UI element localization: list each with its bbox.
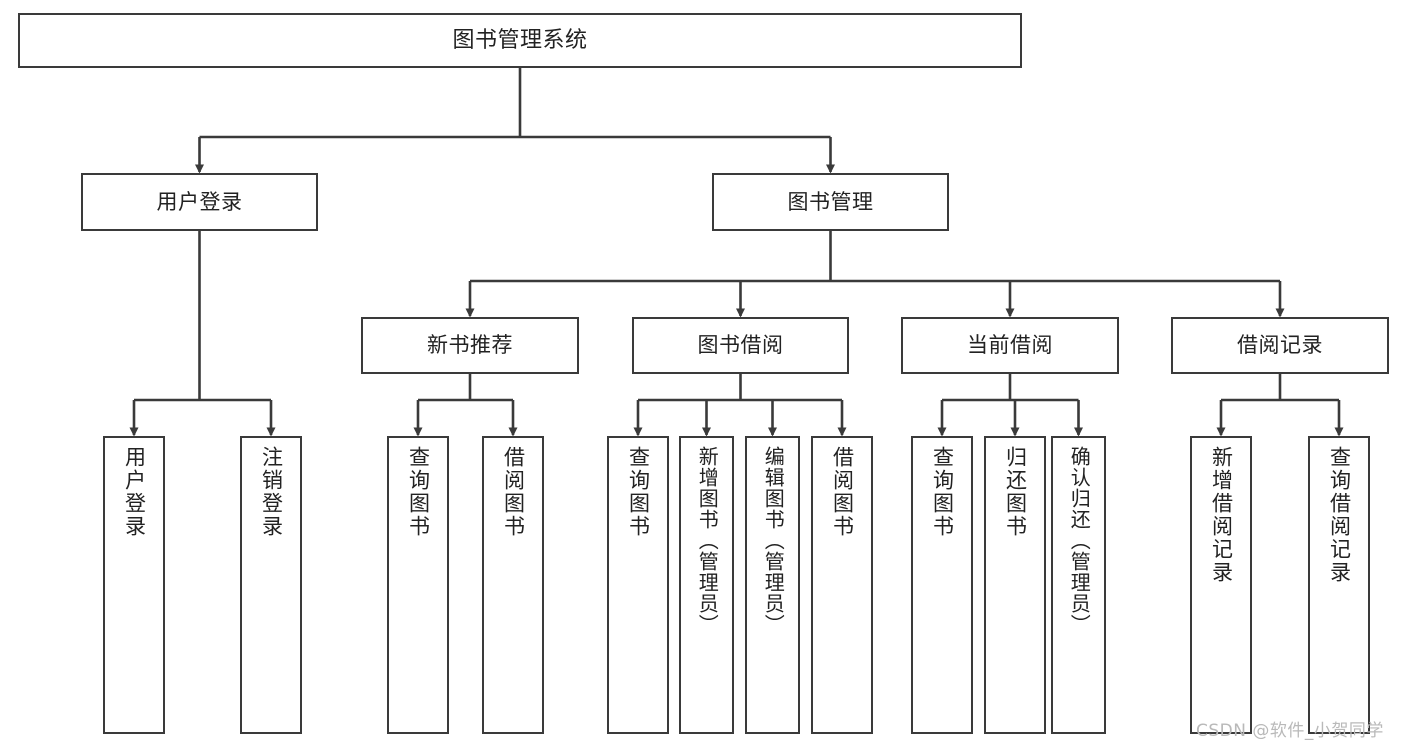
node-current[interactable]: 当前借阅 [901,317,1119,374]
node-nb-query[interactable]: 查询图书 [387,436,449,734]
node-bk-edit[interactable]: 编辑图书（管理员） [745,436,800,734]
node-label: 借阅图书 [830,446,855,538]
watermark-text: CSDN @软件_小贺同学 [1196,721,1384,741]
node-label: 图书管理系统 [452,27,588,53]
node-label: 归还图书 [1003,446,1028,538]
node-rec-query[interactable]: 查询借阅记录 [1308,436,1370,734]
node-label: 确认归还（管理员） [1067,446,1092,635]
node-label: 当前借阅 [967,333,1053,358]
node-label: 查询图书 [626,446,651,538]
node-bk-query[interactable]: 查询图书 [607,436,669,734]
node-borrow[interactable]: 图书借阅 [632,317,849,374]
node-cur-return[interactable]: 归还图书 [984,436,1046,734]
node-root[interactable]: 图书管理系统 [18,13,1022,68]
node-cur-query[interactable]: 查询图书 [911,436,973,734]
node-bk-add[interactable]: 新增图书（管理员） [679,436,734,734]
node-cur-confirm[interactable]: 确认归还（管理员） [1051,436,1106,734]
node-label: 图书借阅 [697,333,784,358]
node-label: 新增图书（管理员） [695,446,720,635]
node-rec-add[interactable]: 新增借阅记录 [1190,436,1252,734]
node-newbook[interactable]: 新书推荐 [361,317,579,374]
node-bookmgmt[interactable]: 图书管理 [712,173,949,231]
node-label: 新书推荐 [427,333,513,358]
node-login-out[interactable]: 注销登录 [240,436,302,734]
node-label: 借阅图书 [501,446,526,538]
node-label: 查询图书 [930,446,955,538]
node-label: 编辑图书（管理员） [761,446,786,635]
node-label: 借阅记录 [1237,333,1323,358]
node-label: 用户登录 [156,189,243,214]
node-records[interactable]: 借阅记录 [1171,317,1389,374]
node-nb-borrow[interactable]: 借阅图书 [482,436,544,734]
node-login-in[interactable]: 用户登录 [103,436,165,734]
node-bk-borrow[interactable]: 借阅图书 [811,436,873,734]
node-label: 用户登录 [122,446,147,538]
node-login[interactable]: 用户登录 [81,173,318,231]
node-label: 新增借阅记录 [1209,446,1234,584]
node-label: 查询借阅记录 [1327,446,1352,584]
node-label: 图书管理 [787,189,874,214]
node-label: 查询图书 [406,446,431,538]
node-label: 注销登录 [259,446,284,538]
